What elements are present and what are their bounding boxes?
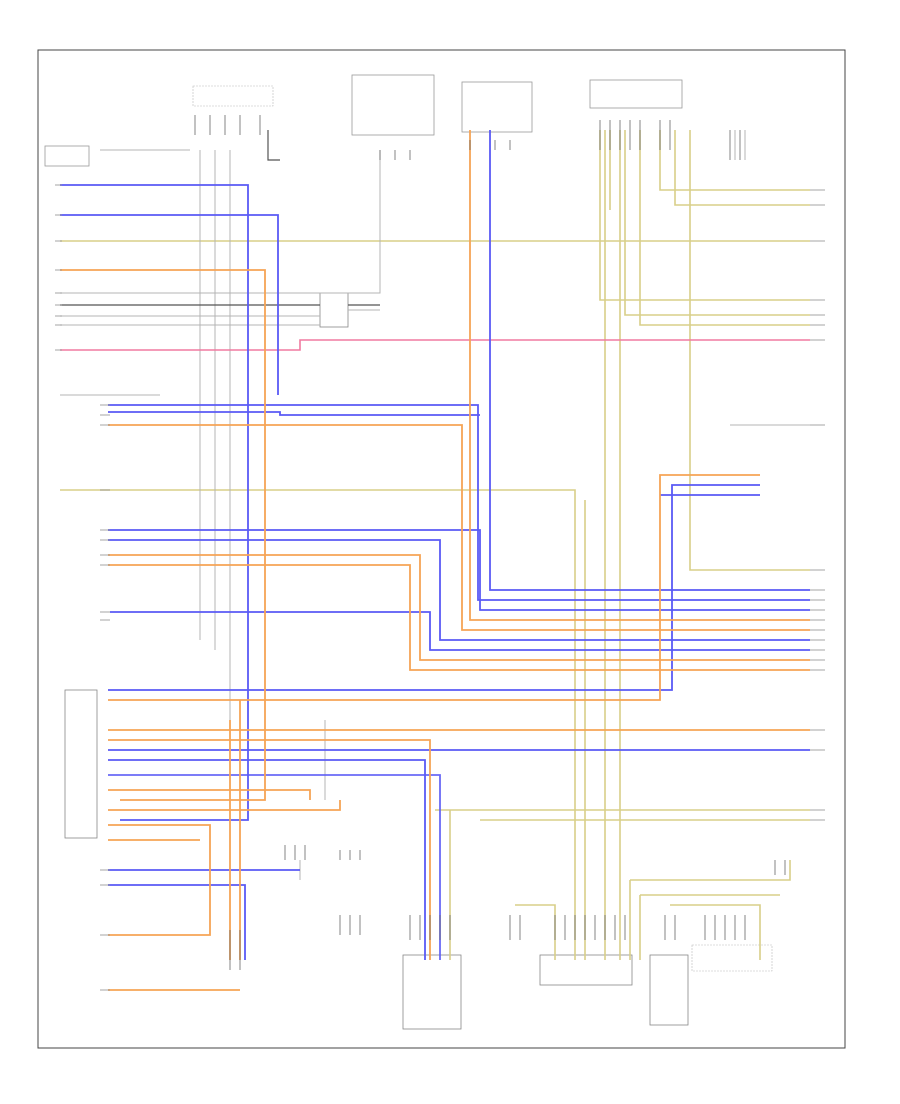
yellow-wires <box>60 130 810 960</box>
blue-wires <box>60 130 810 960</box>
connector-pins <box>194 115 786 970</box>
pink-wire <box>60 339 810 351</box>
diagram-frame <box>37 49 846 1049</box>
component-box-top-left <box>44 145 90 167</box>
right-terminals <box>810 189 825 821</box>
left-terminals <box>55 184 110 991</box>
component-box-bottom-3 <box>649 954 689 1026</box>
component-box-bottom-4 <box>691 944 773 972</box>
component-box-bottom-1 <box>402 954 462 1030</box>
component-box-module-top <box>589 79 683 109</box>
dark-wires <box>60 130 380 306</box>
component-box-fuse <box>351 74 435 136</box>
component-box-center <box>319 292 349 328</box>
top-components <box>44 74 773 1030</box>
orange-wires <box>60 130 810 991</box>
gray-wires <box>60 130 810 880</box>
component-box-bottom-2 <box>539 954 633 986</box>
component-box-relay <box>461 81 533 133</box>
component-box-left-module <box>64 689 98 839</box>
component-box-connector-a <box>192 85 274 107</box>
